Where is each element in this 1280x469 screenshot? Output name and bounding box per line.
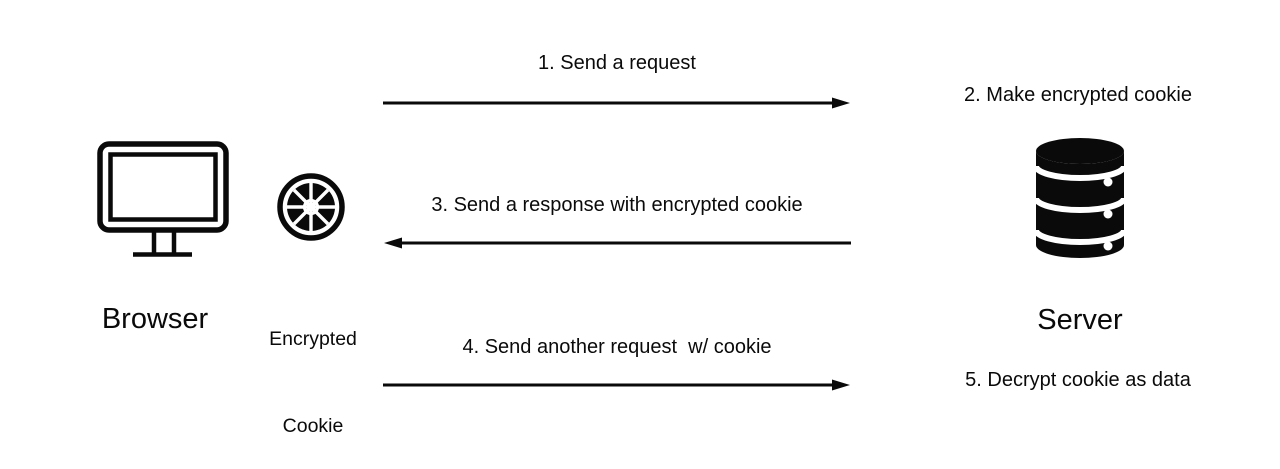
- browser-label: Browser: [101, 303, 209, 335]
- step3-label: 3. Send a response with encrypted cookie: [431, 194, 803, 216]
- step1-arrow-right-icon: [383, 95, 851, 111]
- encrypted-cookie-label-line2: Cookie: [282, 415, 344, 437]
- encrypted-cookie-label-line1: Encrypted: [269, 328, 357, 350]
- step2-label: 2. Make encrypted cookie: [964, 84, 1192, 106]
- step4-label: 4. Send another request w/ cookie: [462, 336, 772, 358]
- monitor-icon: [97, 141, 229, 259]
- step5-label: 5. Decrypt cookie as data: [965, 369, 1191, 391]
- encrypted-cookie-label: Encrypted Cookie: [233, 267, 393, 469]
- step1-label: 1. Send a request: [538, 52, 696, 74]
- server-label: Server: [1037, 304, 1123, 336]
- step4-arrow-right-icon: [383, 377, 851, 393]
- database-icon: [1032, 137, 1128, 261]
- step3-arrow-left-icon: [383, 235, 851, 251]
- cookie-wheel-icon: [276, 172, 346, 242]
